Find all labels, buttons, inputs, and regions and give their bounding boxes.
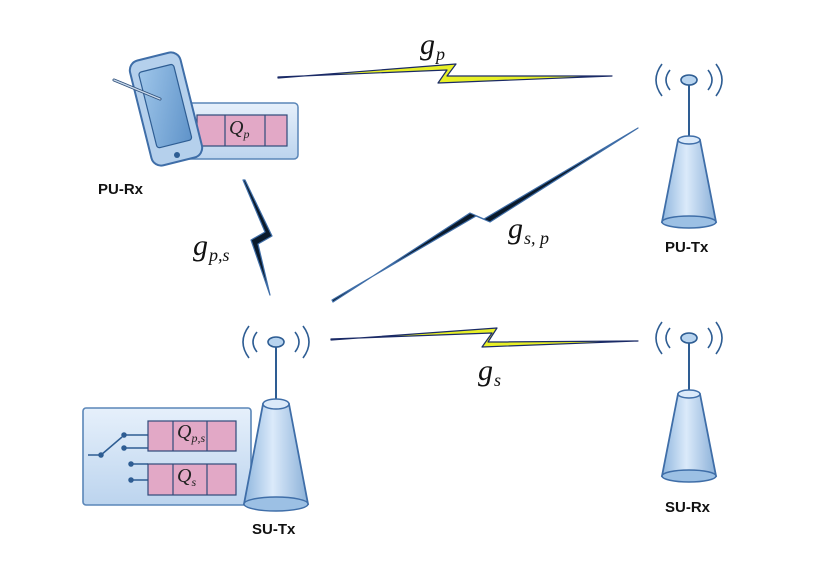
link-gsp-subscript: s, p — [524, 228, 550, 248]
su-tx-queue-s-symbol: Q — [177, 465, 192, 487]
su-tx-queue-ps-label: Qp,s — [177, 421, 205, 446]
antenna-waves-icon — [242, 325, 310, 359]
pu-tx-label: PU-Tx — [665, 239, 709, 256]
link-gs-symbol: g — [478, 354, 493, 387]
pu-rx-label: PU-Rx — [98, 181, 144, 198]
su-tx-queue-s-label: Qs — [177, 465, 196, 490]
pu-rx-queue-symbol: Q — [229, 117, 244, 139]
antenna-waves-icon — [655, 63, 723, 97]
su-tx-node — [82, 325, 310, 512]
tablet-icon — [128, 51, 204, 167]
link-gsp-bolt — [331, 127, 639, 303]
stylus-icon — [112, 78, 162, 101]
switch-icon — [88, 432, 148, 483]
link-gps-bolt — [242, 179, 273, 296]
link-gs-label: gs — [478, 354, 501, 391]
su-tx-queue-ps-subscript: p,s — [191, 431, 206, 445]
su-rx-tower — [655, 321, 723, 483]
pu-rx-queue-subscript: p — [243, 127, 250, 141]
pu-rx-device — [112, 51, 299, 167]
su-rx-label: SU-Rx — [665, 499, 711, 516]
pu-rx-queue-label: Qp — [229, 117, 249, 142]
link-gps-label: gp,s — [193, 229, 230, 266]
su-tx-queue-s-subscript: s — [191, 475, 197, 489]
su-tx-tower — [242, 325, 310, 512]
su-tx-queue-ps-symbol: Q — [177, 421, 192, 443]
link-gsp-label: gs, p — [508, 212, 549, 249]
pu-rx-queue-panel — [182, 102, 299, 160]
pu-tx-tower — [655, 63, 723, 229]
antenna-waves-icon — [655, 321, 723, 355]
su-tx-queue-panel — [82, 407, 252, 506]
link-gs-bolt — [330, 327, 639, 348]
link-gp-symbol: g — [420, 28, 435, 61]
link-gs-subscript: s — [494, 370, 502, 390]
su-tx-label: SU-Tx — [252, 521, 296, 538]
link-gps-subscript: p,s — [209, 245, 230, 265]
link-gp-label: gp — [420, 28, 445, 65]
link-gp-subscript: p — [436, 44, 445, 64]
link-gps-symbol: g — [193, 229, 208, 262]
link-gsp-symbol: g — [508, 212, 523, 245]
link-gp-bolt — [277, 63, 613, 84]
